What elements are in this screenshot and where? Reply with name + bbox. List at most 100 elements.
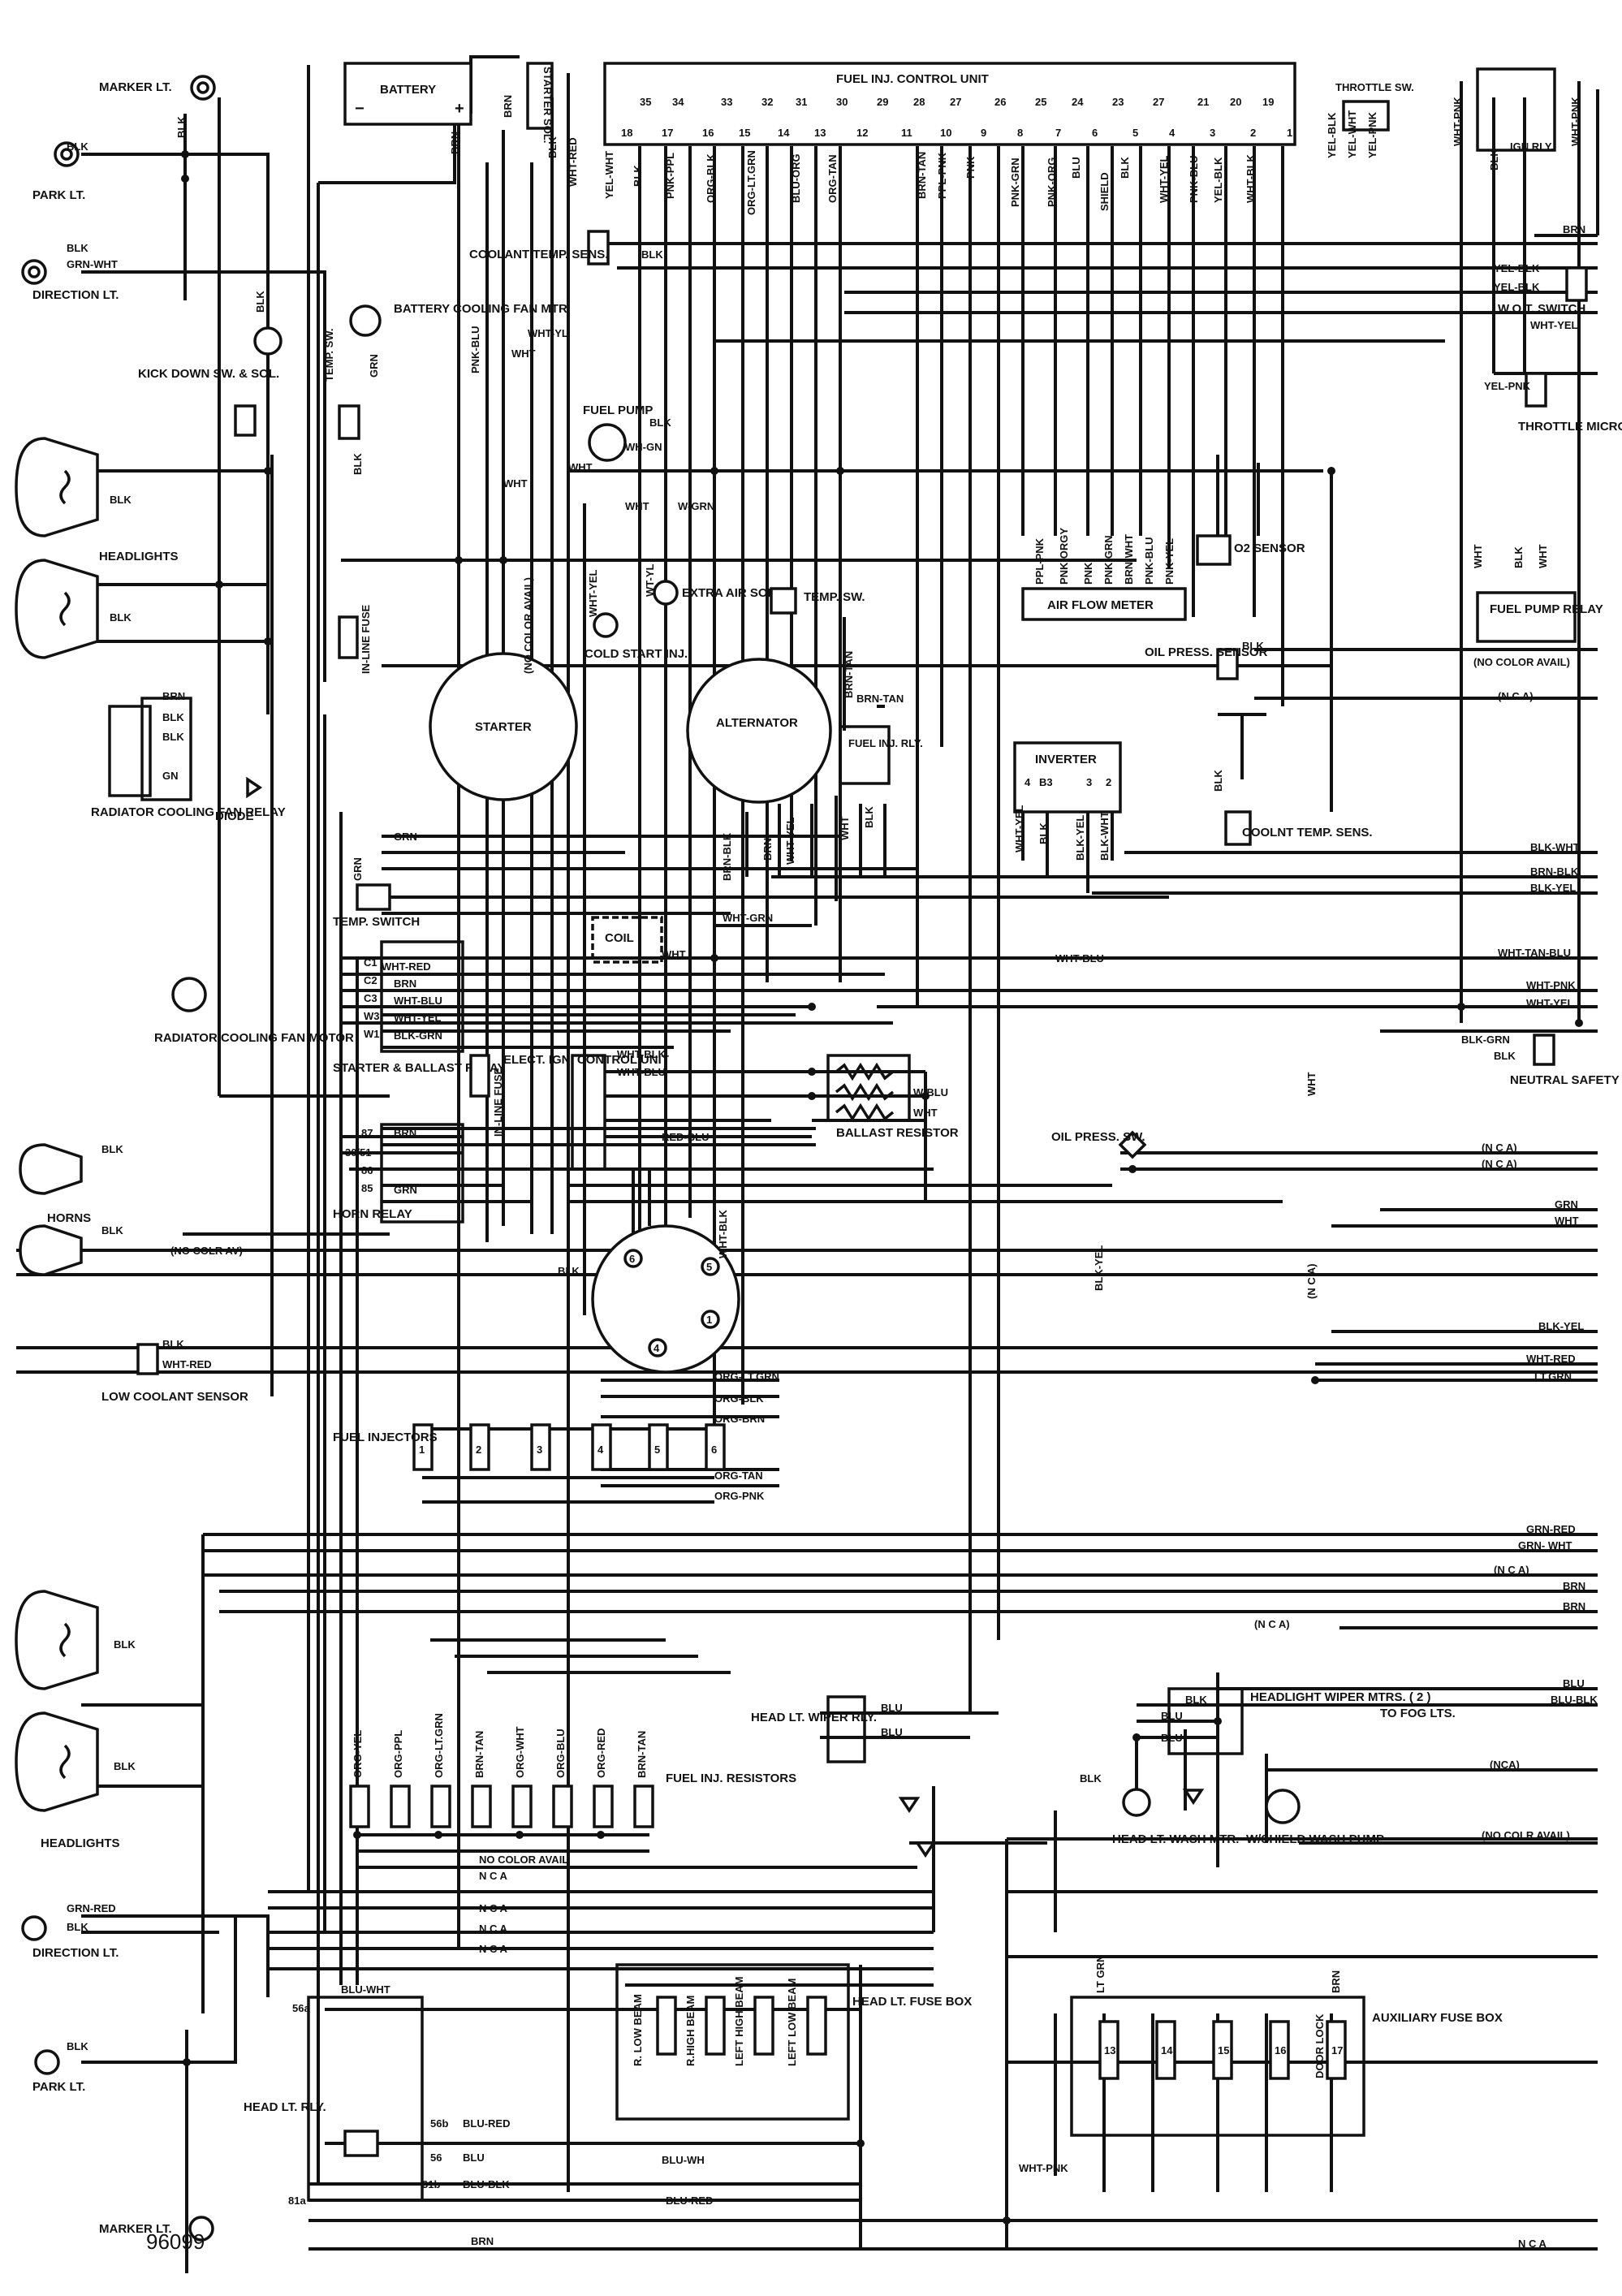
wire-label: 16 — [1275, 2044, 1286, 2056]
wire-label: 86 — [361, 1164, 373, 1176]
wire-label: BRN-TAN — [856, 693, 904, 705]
wire-label: 17 — [662, 127, 673, 139]
wire-segment — [19, 1143, 83, 1195]
connector — [455, 556, 463, 564]
wire-label: BLU — [1161, 1732, 1183, 1744]
wire-label: ORG-BLK — [714, 1392, 764, 1405]
wire-label: 2 — [476, 1444, 481, 1456]
connector — [54, 141, 80, 167]
starter-sol-label: STARTER SOL. — [541, 67, 554, 143]
wire-label: − — [355, 100, 365, 118]
wire-label: BLK — [1080, 1772, 1102, 1785]
wire-label: BLU-WHT — [341, 1983, 390, 1996]
wire-segment — [343, 62, 472, 126]
wire-label: (NCA) — [1490, 1759, 1520, 1771]
wire-labels: BLK BLK GRN-WHT BLK BLK BRN BLK BLK GN B… — [67, 95, 1581, 2247]
starter-label: STARTER — [475, 720, 532, 734]
wire-segment — [1196, 534, 1232, 566]
wire-segment — [1326, 2020, 1347, 2080]
connector — [196, 81, 209, 94]
connector — [28, 265, 41, 278]
connector — [1128, 1165, 1137, 1173]
connector — [1457, 1003, 1465, 1011]
neutral-safety-label: NEUTRAL SAFETY SW. — [1510, 1073, 1622, 1087]
wire-segment — [1182, 1789, 1205, 1806]
inverter-label: INVERTER — [1035, 753, 1097, 766]
wire-label: BLK-YEL — [1530, 882, 1576, 894]
connector — [593, 612, 619, 638]
wire-label: 23 — [1112, 96, 1124, 108]
wire-label: BRN — [162, 690, 185, 702]
wire-label: WHT — [503, 477, 528, 490]
wire-label: PNK-YEL — [1163, 538, 1176, 585]
kick-down-label: KICK DOWN SW. & SOL. — [138, 367, 279, 381]
fuel-inj-resistors-label: FUEL INJ. RESISTORS — [666, 1772, 796, 1785]
connector — [653, 580, 679, 606]
inline-fuse-mid-label: IN-LINE FUSE — [492, 1067, 504, 1137]
wire-label: BLK — [101, 1143, 123, 1155]
cold-start-inj-label: COLD START INJ. — [585, 647, 688, 661]
wire-label: YEL-BLK — [1494, 262, 1540, 274]
coil-label: COIL — [605, 931, 634, 945]
wire-label: 10 — [940, 127, 951, 139]
connector — [253, 326, 283, 356]
wire-label: 33 — [721, 96, 732, 108]
wire-label: WHT-GRN — [723, 912, 773, 924]
connector — [836, 467, 844, 475]
junctions — [181, 150, 1583, 2225]
connector — [21, 259, 47, 285]
wire-label: BRN — [394, 978, 416, 990]
wire-segment — [356, 883, 391, 911]
wire-label: RED-BLU — [662, 1131, 710, 1143]
radiator-fan-relay-label: RADIATOR COOLING FAN RELAY — [91, 805, 286, 819]
wire-label: N C A — [479, 1870, 508, 1882]
wire-label: + — [455, 100, 464, 118]
wire-label: LT GRN — [1094, 1955, 1106, 1993]
wire-label: 15 — [739, 127, 750, 139]
wire-label: WHT-YEL — [1013, 805, 1025, 852]
wire-label: BLU-RED — [666, 2195, 714, 2207]
wire-label: BRN — [1563, 1600, 1585, 1612]
connector — [856, 2139, 865, 2147]
throttle-sw-label: THROTTLE SW. — [1335, 81, 1414, 93]
wire-label: 6 — [629, 1253, 635, 1265]
wire-label: 18 — [621, 127, 632, 139]
wire-label: 4 — [597, 1444, 604, 1456]
wot-switch-label: W.O.T. SWITCH — [1498, 302, 1585, 316]
connector — [1265, 1789, 1301, 1824]
connector — [429, 652, 578, 801]
wire-segment — [234, 404, 257, 437]
wire-label: W3 — [364, 1010, 380, 1022]
wire-segment — [140, 697, 192, 801]
wire-label: BLK — [67, 140, 88, 153]
connector — [181, 175, 189, 183]
wire-label: BRN — [1563, 223, 1585, 235]
wire-label: 35 — [640, 96, 651, 108]
wire-segment — [59, 469, 71, 505]
wire-segment — [593, 1785, 614, 1828]
wire-label: ORG-TAN — [714, 1470, 763, 1482]
fuel-pump-relay-label: FUEL PUMP RELAY — [1490, 602, 1603, 616]
wire-segment — [81, 270, 326, 682]
elect-ign-label: ELECT. IGN. CONTROL UNIT — [503, 1053, 669, 1067]
wire-label: B3 — [1039, 776, 1053, 788]
low-coolant-label: LOW COOLANT SENSOR — [101, 1390, 248, 1404]
injector-row: 1 2 3 4 5 6 — [412, 1423, 726, 1471]
connector — [183, 2058, 191, 2066]
connector — [1311, 1376, 1319, 1384]
wire-label: 56 — [430, 2151, 442, 2164]
connector — [21, 1915, 47, 1941]
wire-label: BLK — [632, 165, 644, 187]
wire-label: BLK-YEL — [1074, 815, 1086, 861]
wire-label: 81a — [288, 2195, 306, 2207]
wire-label: WHT — [1472, 544, 1484, 568]
wire-label: BLU — [881, 1702, 903, 1714]
wire-label: WHT — [568, 461, 593, 473]
wire-segment — [835, 1103, 895, 1122]
wire-label: 5 — [1132, 127, 1138, 139]
wire-label: 11 — [901, 127, 912, 139]
connector — [349, 304, 382, 337]
wire-label: BLK — [1037, 822, 1050, 844]
coolant-temp-sens-label: COOLANT TEMP. SENS. — [469, 248, 608, 261]
